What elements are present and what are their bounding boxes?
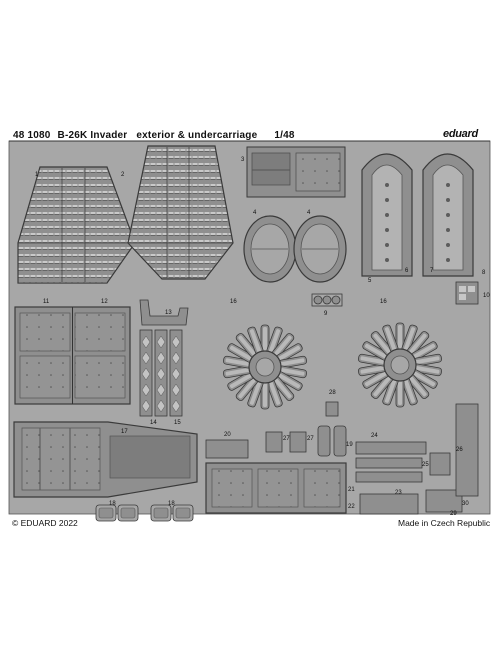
part-16-radial-right [357, 322, 443, 408]
part-11-12-panel [14, 306, 131, 405]
part-number: 4 [253, 210, 257, 216]
part-29-plate [425, 489, 463, 513]
part-28-fitting [325, 401, 339, 417]
part-number: 18 [109, 501, 116, 507]
part-number: 26 [456, 447, 463, 453]
part-2-panel [127, 145, 234, 280]
part-number: 7 [430, 268, 434, 274]
part-4-oval-left [243, 215, 297, 283]
part-number: 15 [174, 420, 181, 426]
part-30-strip [455, 403, 479, 497]
part-number: 28 [329, 390, 336, 396]
part-number: 12 [101, 299, 108, 305]
brand-logo: eduard [443, 128, 478, 140]
part-10-plates [455, 281, 479, 305]
part-number: 19 [346, 442, 353, 448]
part-number: 9 [324, 311, 328, 317]
part-17-panel [13, 421, 198, 498]
part-21-22-assembly [205, 462, 347, 514]
fret-title: 48 1080 B-26K Invader exterior & underca… [13, 130, 295, 141]
subject: exterior & undercarriage [136, 130, 258, 141]
part-number: 20 [224, 432, 231, 438]
part-number: 2 [121, 172, 125, 178]
part-number: 3 [241, 157, 245, 163]
part-number: 4 [307, 210, 311, 216]
arch-rivets [385, 183, 450, 262]
part-number: 22 [348, 504, 355, 510]
part-number: 27 [307, 436, 314, 442]
part-number: 18 [168, 501, 175, 507]
part-number: 30 [462, 501, 469, 507]
part-number: 16 [230, 299, 237, 305]
copyright-text: © EDUARD 2022 [12, 518, 78, 528]
part-19-pads [317, 425, 347, 457]
scale: 1/48 [274, 130, 295, 141]
part-20-plate [205, 439, 249, 459]
part-number: 13 [165, 310, 172, 316]
part-number: 5 [368, 278, 372, 284]
part-number: 27 [283, 436, 290, 442]
part-number-labels: 1 2 3 4 4 5 6 7 8 9 10 11 12 13 14 15 16… [35, 157, 490, 517]
part-3-bay [246, 146, 346, 198]
part-number: 24 [371, 433, 378, 439]
part-number: 16 [380, 299, 387, 305]
truss-diamonds [141, 335, 181, 413]
kit-name: B-26K Invader [57, 130, 128, 141]
part-number: 1 [35, 172, 39, 178]
part-16-radial-left [222, 324, 308, 410]
part-number: 23 [395, 490, 402, 496]
part-24-25-strips [355, 441, 427, 483]
part-number: 14 [150, 420, 157, 426]
part-number: 8 [482, 270, 486, 276]
origin-text: Made in Czech Republic [398, 518, 491, 528]
catalog-number: 48 1080 [13, 130, 51, 141]
part-27-pair [265, 431, 307, 453]
part-13-bracket [139, 299, 189, 326]
part-number: 17 [121, 429, 128, 435]
part-number: 21 [348, 487, 355, 493]
part-number: 29 [450, 511, 457, 517]
part-number: 6 [405, 268, 409, 274]
part-9-discs [311, 293, 343, 307]
part-number: 10 [483, 293, 490, 299]
part-4-oval-right [293, 215, 347, 283]
part-1-panel [17, 166, 136, 284]
part-number: 11 [43, 299, 50, 305]
part-26-strip [429, 452, 451, 476]
part-23-plate [359, 493, 419, 515]
part-number: 25 [422, 462, 429, 468]
